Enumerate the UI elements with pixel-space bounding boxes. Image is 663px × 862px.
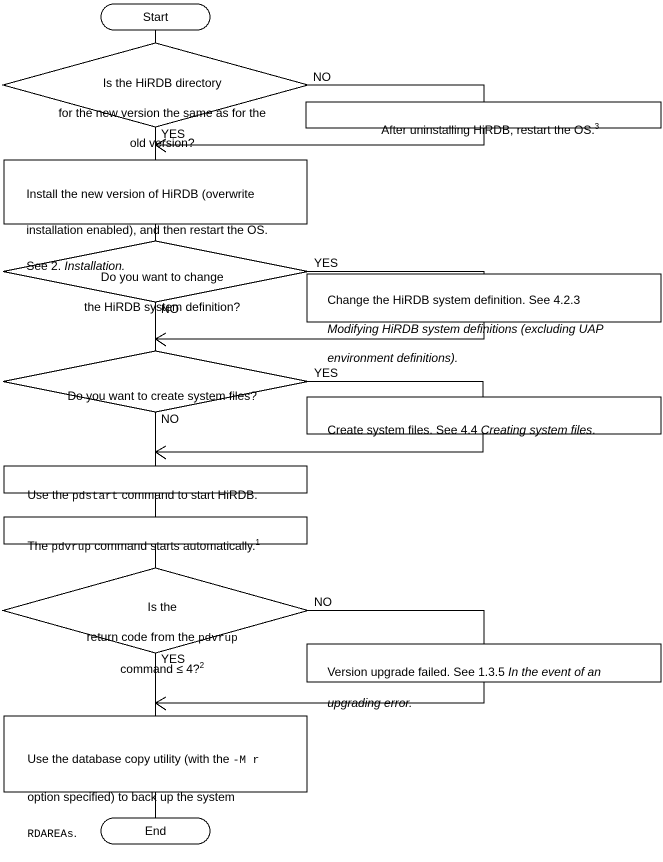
decision-change-sysdef-yes-label: YES bbox=[314, 256, 339, 270]
process-start-hirdb-command: pdstart bbox=[72, 491, 119, 503]
process-start-hirdb-suffix: command to start HiRDB. bbox=[118, 488, 258, 502]
process-upgrade-failed-line2-italic: upgrading error. bbox=[327, 695, 413, 710]
process-start-hirdb-shape bbox=[3, 465, 308, 494]
process-upgrade-failed-line1-plain: Version upgrade failed. See 1.3.5 bbox=[327, 664, 509, 679]
process-backup-line3-suffix: . bbox=[73, 826, 77, 840]
decision-create-sysfiles-yes-label: YES bbox=[314, 366, 339, 380]
process-change-system-definition-label: Change the HiRDB system definition. See … bbox=[314, 278, 656, 380]
decision-create-sysfiles-line1: Do you want to create system files? bbox=[67, 389, 257, 403]
process-backup-line2: option specified) to back up the system bbox=[27, 790, 235, 804]
process-uninstall-restart-label: After uninstalling HiRDB, restart the OS… bbox=[311, 108, 656, 153]
decision-return-code-line1: Is the bbox=[147, 600, 177, 614]
process-backup-option: -M r bbox=[232, 755, 260, 767]
process-create-sysfiles-plain: Create system files. See 4.4 bbox=[327, 423, 481, 437]
decision-change-sysdef-label: Do you want to change the HiRDB system d… bbox=[28, 255, 283, 330]
end-terminal-label: End bbox=[144, 824, 167, 838]
process-install-line1: Install the new version of HiRDB (overwr… bbox=[26, 187, 255, 201]
decision-return-code-line3: command ≤ 4? bbox=[120, 662, 200, 676]
process-pdvrup-auto-label: The pdvrup command starts automatically.… bbox=[14, 524, 304, 571]
decision-return-code-line2-prefix: return code from the bbox=[86, 630, 199, 644]
connector-decision2-yes bbox=[308, 271, 485, 274]
decision-change-sysdef-line1: Do you want to change bbox=[100, 270, 224, 284]
process-version-upgrade-failed-shape bbox=[306, 643, 662, 683]
connector-upgrade-failed-return bbox=[156, 682, 485, 704]
decision-create-sysfiles-label: Do you want to create system files? bbox=[28, 374, 283, 419]
decision-return-code-no-label: NO bbox=[314, 595, 332, 609]
process-change-sysdef-line2: Modifying HiRDB system definitions (excl… bbox=[327, 321, 604, 336]
process-upgrade-failed-line1-italic: In the event of an bbox=[508, 664, 601, 679]
process-backup-system-rdareas-label: Use the database copy utility (with the … bbox=[14, 732, 302, 862]
end-terminal-shape bbox=[100, 817, 211, 845]
process-install-line2: installation enabled), and then restart … bbox=[26, 223, 268, 237]
decision-return-code-command: pdvrup bbox=[198, 633, 238, 645]
process-create-sysfiles-italic: Creating system files bbox=[480, 423, 593, 437]
footnote-marker-3: 3 bbox=[594, 122, 600, 131]
decision-dir-same-line2: for the new version the same as for the bbox=[58, 106, 266, 120]
process-change-system-definition-shape bbox=[306, 273, 662, 323]
process-install-new-version-shape bbox=[3, 159, 308, 225]
connector-uninstall-return bbox=[156, 128, 485, 146]
process-start-hirdb-prefix: Use the bbox=[27, 488, 73, 502]
connector-decision1-no bbox=[308, 84, 485, 102]
footnote-marker-1: 1 bbox=[255, 538, 260, 547]
process-uninstall-restart-text: After uninstalling HiRDB, restart the OS… bbox=[381, 123, 595, 137]
connector-change-sysdef-return bbox=[156, 322, 485, 340]
process-install-new-version-label: Install the new version of HiRDB (overwr… bbox=[13, 167, 301, 293]
decision-dir-same-line1: Is the HiRDB directory bbox=[102, 76, 222, 90]
process-install-line3-italic: Installation. bbox=[64, 259, 126, 273]
decision-dir-same-yes-label: YES bbox=[161, 127, 186, 141]
start-terminal-label: Start bbox=[142, 10, 169, 24]
connector-create-sysfiles-return bbox=[156, 434, 484, 453]
decision-dir-same-line3: old version? bbox=[129, 136, 195, 150]
process-pdvrup-auto-prefix: The bbox=[27, 539, 52, 553]
decision-return-code-label: Is the return code from the pdvrup comma… bbox=[28, 585, 283, 692]
process-backup-rdareas: RDAREAs bbox=[27, 829, 74, 841]
process-change-sysdef-line1: Change the HiRDB system definition. See … bbox=[327, 292, 581, 307]
connector-decision4-no bbox=[308, 610, 485, 644]
process-create-system-files-label: Create system files. See 4.4 Creating sy… bbox=[314, 408, 656, 453]
connector-decision3-yes bbox=[308, 381, 484, 397]
process-create-system-files-shape bbox=[306, 396, 662, 435]
process-install-line3-plain: See 2. bbox=[26, 259, 65, 273]
decision-change-sysdef-no-label: NO bbox=[161, 302, 179, 316]
decision-create-sysfiles-no-label: NO bbox=[161, 412, 179, 426]
process-create-sysfiles-suffix: . bbox=[592, 423, 596, 437]
process-change-sysdef-line3: environment definitions). bbox=[327, 350, 459, 365]
process-pdvrup-auto-shape bbox=[3, 516, 308, 545]
process-start-hirdb-label: Use the pdstart command to start HiRDB. bbox=[14, 473, 304, 520]
decision-return-code-yes-label: YES bbox=[161, 652, 186, 666]
footnote-marker-2: 2 bbox=[199, 661, 205, 670]
process-pdvrup-auto-suffix: command starts automatically. bbox=[90, 539, 256, 553]
decision-dir-same-label: Is the HiRDB directory for the new versi… bbox=[28, 61, 283, 166]
decision-change-sysdef-line2: the HiRDB system definition? bbox=[84, 300, 241, 314]
process-version-upgrade-failed-label: Version upgrade failed. See 1.3.5 In the… bbox=[314, 649, 656, 727]
process-backup-line1-prefix: Use the database copy utility (with the bbox=[27, 752, 233, 766]
process-uninstall-restart-shape bbox=[305, 101, 662, 129]
decision-dir-same-no-label: NO bbox=[313, 70, 331, 84]
process-pdvrup-auto-command: pdvrup bbox=[51, 542, 91, 554]
